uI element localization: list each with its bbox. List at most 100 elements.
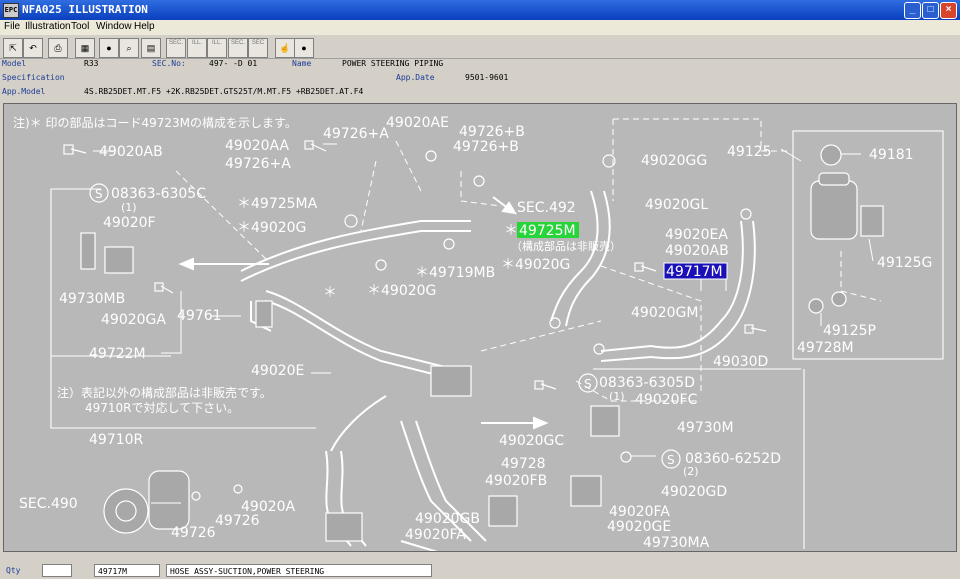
label-49030d[interactable]: 49030D [713,354,768,370]
label-49020ea[interactable]: 49020EA [665,227,728,243]
label-49728[interactable]: 49728 [501,456,546,472]
label-08363-6305d[interactable]: 08363-6305D [599,375,695,391]
s-markers [89,183,681,469]
menu-window[interactable]: Window [96,21,132,32]
label-sec492[interactable]: SEC.492 [517,200,576,216]
sec-prev-label: SEC. [168,40,183,46]
s-marker-label-1: S [95,187,103,201]
label-49181[interactable]: 49181 [869,147,914,163]
spec-label: Specification [2,73,65,82]
sec-jump-icon[interactable]: SEC [248,38,268,58]
label-08360-6252d[interactable]: 08360-6252D [685,451,781,467]
label-49020fc[interactable]: 49020FC [635,392,698,408]
label-49020fa-2[interactable]: 49020FA [405,527,466,543]
label-49125p[interactable]: 49125P [823,323,876,339]
part-number-field: 49717M [94,564,160,577]
label-49020g-2[interactable]: ＊49020G [367,283,436,299]
label-49020fb[interactable]: 49020FB [485,473,547,489]
undo-icon[interactable]: ↶ [23,38,43,58]
toolbar: ⇱ ↶ ⎙ ▦ ● ⌕ ▤ SEC. ILL. ILL. SEC. SEC ☝ … [0,36,960,59]
label-49020e[interactable]: 49020E [251,363,304,379]
label-49728m[interactable]: 49728M [797,340,854,356]
label-49719mb[interactable]: ＊49719MB [415,265,495,281]
magnify-icon[interactable]: ⌕ [119,38,139,58]
maximize-button[interactable]: □ [922,2,939,19]
label-49020gl[interactable]: 49020GL [645,197,708,213]
sec-prev-icon[interactable]: SEC. [166,38,186,58]
sec-next-label: SEC. [230,40,245,46]
label-49020gc[interactable]: 49020GC [499,433,564,449]
label-49020ge[interactable]: 49020GE [607,519,671,535]
illustration-canvas[interactable]: 注)＊ 印の部品はコード49723Mの構成を示します。 注）表記以外の構成部品は… [3,103,957,552]
label-49020ae[interactable]: 49020AE [386,115,449,131]
label-49020f[interactable]: 49020F [103,215,156,231]
book-icon[interactable]: ▤ [141,38,161,58]
label-49020gd[interactable]: 49020GD [661,484,727,500]
door-exit-icon[interactable]: ⇱ [3,38,23,58]
highlight-blue-box[interactable] [663,262,728,280]
ill-next-label: ILL. [211,40,222,46]
label-49020ab-r[interactable]: 49020AB [665,243,729,259]
qty-input[interactable] [42,564,72,577]
not-sold-note: （構成部品は非販売） [511,239,621,253]
s-marker-label-2: S [584,377,592,391]
label-49726b-2[interactable]: 49726+B [453,139,519,155]
label-49020g-3[interactable]: ＊49020G [501,257,570,273]
label-49020ab-top[interactable]: 49020AB [99,144,163,160]
model-label: Model [2,59,27,68]
secno-label: SEC.No: [152,59,186,68]
print-icon[interactable]: ⎙ [48,38,68,58]
pointer-icon[interactable]: ☝ [275,38,295,58]
appdate-label: App.Date [396,73,435,82]
label-49726-a[interactable]: 49726 [215,513,260,529]
model-value: R33 [84,59,99,68]
label-49726-b[interactable]: 49726 [171,525,216,541]
label-49722m[interactable]: 49722M [89,346,146,362]
flow-arrows [178,196,549,551]
appmodel-label: App.Model [2,87,46,96]
label-49730mb[interactable]: 49730MB [59,291,125,307]
menu-tool[interactable]: Tool [71,21,90,32]
menu-help[interactable]: Help [134,21,155,32]
window-title: NFA025 ILLUSTRATION [22,3,148,16]
catalog-icon[interactable]: ▦ [75,38,95,58]
label-asterisk-center: ＊ [323,285,337,301]
ill-prev-icon[interactable]: ILL. [187,38,207,58]
label-49761[interactable]: 49761 [177,308,222,324]
record-icon[interactable]: ● [294,38,314,58]
menu-file[interactable]: File [4,21,21,32]
label-49020g-1[interactable]: ＊49020G [237,220,306,236]
highlight-green-label[interactable]: 49725M [519,223,576,239]
label-49020gg[interactable]: 49020GG [641,153,707,169]
label-49020a[interactable]: 49020A [241,499,296,515]
label-49020gb[interactable]: 49020GB [415,511,480,527]
sec-next-icon[interactable]: SEC. [228,38,248,58]
highlight-green-box [517,222,579,238]
qty-label: Qty [6,566,21,575]
label-49125[interactable]: 49125 [727,144,772,160]
highlight-blue-label[interactable]: 49717M [666,264,723,280]
label-49730ma[interactable]: 49730MA [643,535,710,551]
parts-diagram: 注)＊ 印の部品はコード49723Mの構成を示します。 注）表記以外の構成部品は… [13,115,944,551]
label-08363-6305c[interactable]: 08363-6305C [111,186,206,202]
label-49726b-1[interactable]: 49726+B [459,124,525,140]
label-sec490[interactable]: SEC.490 [19,496,78,512]
frame-lines [50,130,944,549]
menu-illustration[interactable]: Illustration [25,21,71,32]
label-49726a-2[interactable]: 49726+A [225,156,291,172]
close-button[interactable]: × [940,2,957,19]
label-49020fa-1[interactable]: 49020FA [609,504,670,520]
label-49710r[interactable]: 49710R [89,432,144,448]
label-49020gm[interactable]: 49020GM [631,305,698,321]
label-49725ma[interactable]: ＊49725MA [237,196,318,212]
ill-next-icon[interactable]: ILL. [207,38,227,58]
label-49020aa[interactable]: 49020AA [225,138,290,154]
label-49125g[interactable]: 49125G [877,255,932,271]
leader-lines [175,118,882,402]
label-49020ga[interactable]: 49020GA [101,312,166,328]
minimize-button[interactable]: _ [904,2,921,19]
appmodel-value: 4S.RB25DET.MT.F5 +2K.RB25DET.GTS25T/M.MT… [84,87,364,96]
label-49726a-1[interactable]: 49726+A [323,126,389,142]
disc-icon[interactable]: ● [99,38,119,58]
label-49730m[interactable]: 49730M [677,420,734,436]
